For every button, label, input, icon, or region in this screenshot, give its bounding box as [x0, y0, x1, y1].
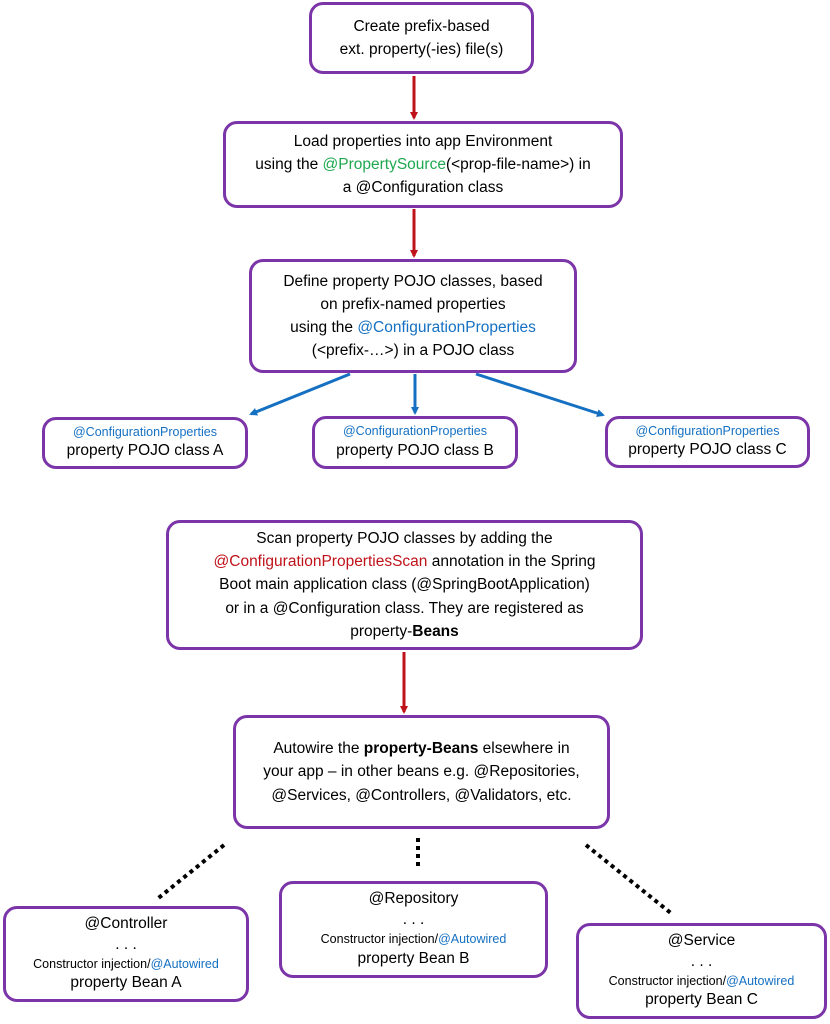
configuration-properties-scan-annotation: @ConfigurationPropertiesScan [213, 553, 428, 571]
step2-line2: using the @PropertySource(<prop-file-nam… [255, 153, 590, 176]
step5-line2: your app – in other beans e.g. @Reposito… [263, 763, 580, 781]
step3-line3: using the @ConfigurationProperties [290, 316, 536, 339]
step3-line1: Define property POJO classes, based [283, 272, 543, 290]
bean-a-injection-pre: Constructor injection/ [33, 956, 151, 971]
arrow-step3-to-pojo-c [475, 372, 605, 417]
step-create-property-files: Create prefix-based ext. property(-ies) … [309, 2, 534, 74]
step4-line3: Boot main application class (@SpringBoot… [219, 576, 590, 594]
step5-line3: @Services, @Controllers, @Validators, et… [271, 786, 572, 804]
step-define-pojo-classes: Define property POJO classes, based on p… [249, 259, 577, 373]
property-source-annotation: @PropertySource [322, 155, 446, 173]
step3-line2: on prefix-named properties [320, 295, 506, 313]
bean-a-autowired-annotation: @Autowired [150, 956, 219, 971]
bean-c-title: @Service [667, 931, 736, 949]
pojo-class-b: @ConfigurationProperties property POJO c… [312, 416, 518, 469]
step2-line2-pre: using the [255, 155, 323, 173]
bean-c-dots: . . . [690, 952, 713, 970]
bean-repository: @Repository . . . Constructor injection/… [279, 881, 548, 978]
step4-beans-bold: Beans [412, 622, 459, 640]
pojo-b-annotation: @ConfigurationProperties [342, 424, 487, 439]
bean-b-dots: . . . [402, 911, 425, 929]
step5-property-beans-bold: property-Beans [363, 740, 479, 758]
step5-line1-post: elsewhere in [478, 740, 570, 758]
step2-line3: a @Configuration class [342, 179, 504, 197]
step2-line2-post: (<prop-file-name>) in [445, 155, 591, 173]
pojo-a-label: property POJO class A [66, 442, 224, 460]
bean-c-autowired-annotation: @Autowired [726, 973, 795, 988]
bean-service: @Service . . . Constructor injection/@Au… [576, 923, 827, 1019]
pojo-c-annotation: @ConfigurationProperties [635, 423, 780, 438]
bean-a-label: property Bean A [70, 974, 182, 992]
step1-line2: ext. property(-ies) file(s) [339, 41, 504, 58]
bean-controller: @Controller . . . Constructor injection/… [3, 906, 249, 1002]
step4-line5: property-Beans [350, 620, 459, 643]
step3-line4: (<prefix-…>) in a POJO class [311, 342, 515, 360]
step-load-properties: Load properties into app Environment usi… [223, 121, 623, 208]
pojo-c-label: property POJO class C [628, 441, 787, 459]
step-scan-pojo-classes: Scan property POJO classes by adding the… [166, 520, 643, 650]
step-autowire-beans: Autowire the property-Beans elsewhere in… [233, 715, 610, 829]
bean-b-title: @Repository [368, 890, 459, 908]
arrow-step3-to-pojo-a [249, 372, 351, 416]
step4-line5-pre: property- [350, 622, 413, 640]
bean-a-injection: Constructor injection/@Autowired [33, 956, 219, 974]
dotted-step5-to-bean-c [584, 843, 674, 916]
bean-b-injection: Constructor injection/@Autowired [321, 931, 507, 949]
pojo-a-annotation: @ConfigurationProperties [72, 424, 217, 439]
pojo-class-a: @ConfigurationProperties property POJO c… [42, 417, 248, 469]
step5-line1-pre: Autowire the [273, 740, 364, 758]
pojo-b-label: property POJO class B [336, 441, 494, 459]
configuration-properties-annotation: @ConfigurationProperties [357, 319, 536, 336]
bean-a-title: @Controller [84, 914, 168, 932]
bean-c-label: property Bean C [645, 991, 758, 1009]
bean-b-injection-pre: Constructor injection/ [320, 932, 439, 947]
bean-c-injection: Constructor injection/@Autowired [609, 973, 795, 991]
step2-line1: Load properties into app Environment [293, 132, 553, 150]
step4-line2: @ConfigurationPropertiesScan annotation … [214, 550, 596, 573]
step4-line2-post: annotation in the Spring [427, 553, 596, 571]
pojo-class-c: @ConfigurationProperties property POJO c… [605, 416, 810, 468]
dotted-step5-to-bean-a [154, 843, 226, 902]
bean-b-autowired-annotation: @Autowired [438, 932, 507, 947]
bean-a-dots: . . . [115, 935, 137, 953]
step4-line4: or in a @Configuration class. They are r… [225, 599, 584, 617]
step5-line1: Autowire the property-Beans elsewhere in [273, 737, 569, 760]
step4-line1: Scan property POJO classes by adding the [256, 529, 553, 547]
step3-line3-pre: using the [290, 319, 358, 336]
step1-line1: Create prefix-based [353, 17, 490, 35]
bean-b-label: property Bean B [357, 949, 470, 967]
bean-c-injection-pre: Constructor injection/ [608, 973, 727, 988]
